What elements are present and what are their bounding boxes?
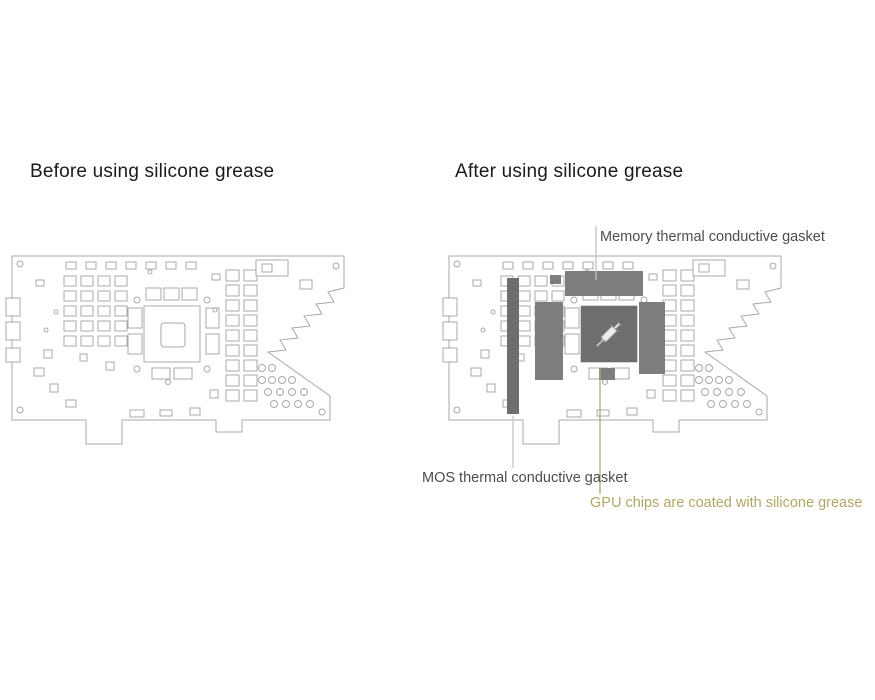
- mos-gasket-overlay: [507, 278, 519, 414]
- memory-left-gasket-overlay: [535, 302, 563, 380]
- thermal-overlays: [507, 271, 665, 414]
- memory-gasket-label: Memory thermal conductive gasket: [600, 229, 825, 245]
- memory-gasket-small-pad: [550, 275, 561, 284]
- syringe-icon: [596, 320, 623, 347]
- memory-bottom-gasket-overlay: [599, 368, 615, 380]
- after-title: After using silicone grease: [455, 161, 684, 182]
- gpu-grease-label: GPU chips are coated with silicone greas…: [590, 495, 863, 511]
- before-title: Before using silicone grease: [30, 161, 275, 182]
- mos-gasket-label: MOS thermal conductive gasket: [422, 470, 628, 486]
- pcb-before: [5, 255, 345, 445]
- memory-right-gasket-overlay: [639, 302, 665, 374]
- memory-gasket-overlay: [565, 271, 643, 296]
- pcb-after: [442, 255, 782, 445]
- annotation-lines: [512, 226, 601, 494]
